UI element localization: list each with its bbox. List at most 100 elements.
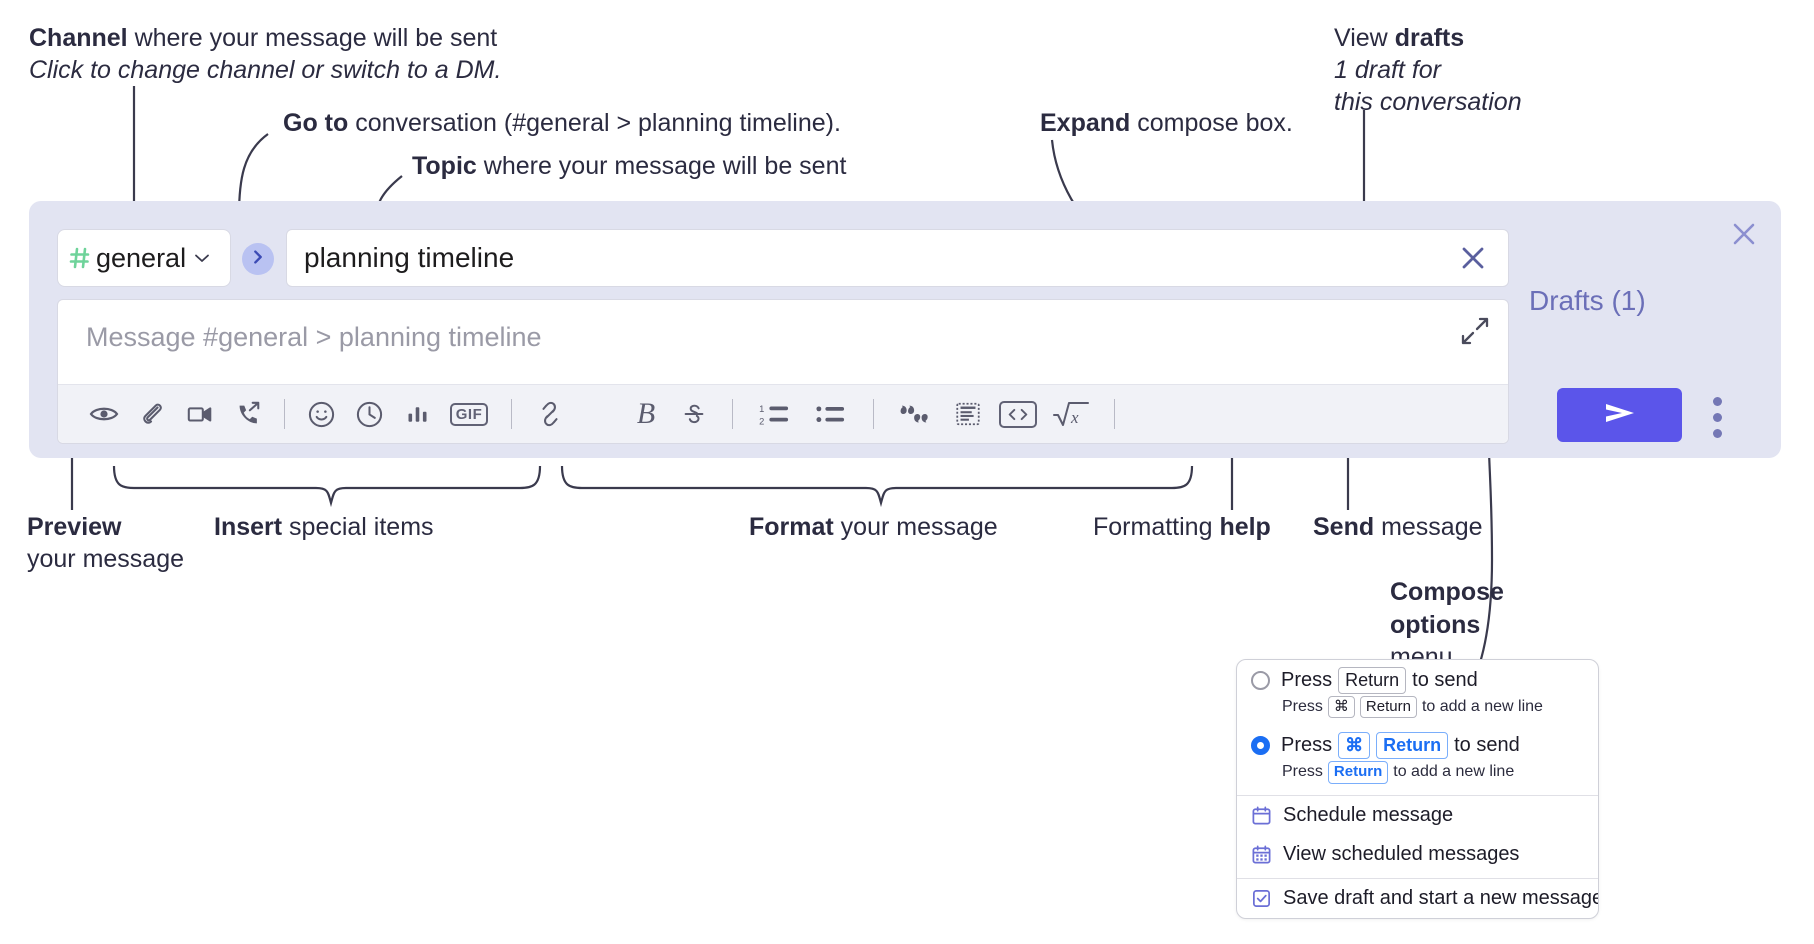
annotation-send-rest: message — [1374, 513, 1483, 541]
annotation-expand: Expand compose box. — [1040, 107, 1293, 139]
send-option-cmd-return-sub: Press Return to add a new line — [1237, 760, 1598, 791]
toolbar-separator — [284, 399, 285, 429]
send-button[interactable] — [1557, 388, 1682, 442]
calendar-grid-icon — [1251, 844, 1272, 865]
toolbar-separator — [1114, 399, 1115, 429]
formatting-help-icon[interactable] — [1129, 390, 1177, 438]
compose-left-column: general planning timeline — [43, 215, 1523, 444]
inline-code-box — [999, 400, 1037, 428]
key-command: ⌘ — [1338, 732, 1371, 759]
option1-sub-prefix: Press — [1282, 697, 1323, 715]
annotation-drafts-line3: this conversation — [1334, 88, 1522, 116]
annotation-help-rest: Formatting — [1093, 513, 1220, 541]
send-option-return[interactable]: Press Return to send — [1237, 660, 1598, 696]
chevron-down-icon — [192, 248, 212, 268]
send-option-return-label: Press Return to send — [1281, 667, 1478, 694]
svg-text:x: x — [1070, 408, 1079, 427]
annotation-channel-bold: Channel — [29, 24, 128, 52]
annotation-goto: Go to conversation (#general > planning … — [283, 107, 841, 139]
annotation-help-bold: help — [1219, 513, 1271, 541]
video-clip-icon[interactable] — [176, 390, 224, 438]
ordered-list-icon[interactable]: 1 2 — [747, 390, 803, 438]
radio-selected[interactable] — [1251, 736, 1270, 755]
key-command: ⌘ — [1327, 695, 1355, 719]
gif-icon[interactable]: GIF — [441, 390, 497, 438]
drafts-link[interactable]: Drafts (1) — [1529, 285, 1646, 316]
close-icon[interactable] — [1727, 217, 1761, 251]
menu-item-save-draft[interactable]: Save draft and start a new message — [1237, 879, 1598, 918]
option1-sub-suffix: to add a new line — [1421, 697, 1543, 715]
annotation-channel-sub: Click to change channel or switch to a D… — [29, 56, 502, 84]
message-input-box[interactable]: Message #general > planning timeline — [57, 299, 1509, 444]
toolbar-separator — [873, 399, 874, 429]
reminder-clock-icon[interactable] — [345, 390, 393, 438]
send-paperplane-icon — [1600, 398, 1640, 433]
emoji-icon[interactable] — [297, 390, 345, 438]
annotation-format-rest: your message — [833, 513, 998, 541]
hash-icon — [68, 246, 92, 270]
blockquote-icon[interactable] — [888, 390, 944, 438]
compose-options-menu: Press Return to send Press ⌘ Return to a… — [1236, 659, 1599, 919]
annotation-expand-bold: Expand — [1040, 109, 1131, 137]
italic-icon[interactable]: B — [622, 390, 670, 438]
save-draft-icon — [1251, 888, 1272, 909]
attachment-icon[interactable] — [128, 390, 176, 438]
svg-text:1: 1 — [759, 404, 764, 414]
more-vertical-icon[interactable] — [1704, 393, 1730, 441]
inline-code-icon[interactable] — [992, 390, 1044, 438]
annotation-channel: Channel where your message will be sent … — [29, 22, 501, 86]
code-block-icon[interactable] — [944, 390, 992, 438]
math-icon[interactable]: x — [1044, 390, 1100, 438]
annotation-insert: Insert special items — [214, 511, 434, 543]
menu-item-label: View scheduled messages — [1283, 842, 1520, 865]
option2-sub-prefix: Press — [1282, 763, 1323, 781]
annotation-goto-bold: Go to — [283, 109, 349, 137]
annotation-preview: Preview your message — [27, 511, 184, 575]
channel-selector[interactable]: general — [57, 229, 231, 287]
poll-icon[interactable] — [393, 390, 441, 438]
annotation-topic: Topic where your message will be sent — [412, 150, 846, 182]
chevron-right-icon — [249, 248, 267, 271]
topic-value: planning timeline — [304, 242, 515, 273]
annotation-compose-options-bold2: options — [1390, 610, 1481, 639]
close-icon[interactable] — [1456, 241, 1490, 275]
link-icon[interactable] — [526, 390, 574, 438]
menu-item-view-scheduled-messages[interactable]: View scheduled messages — [1237, 835, 1598, 874]
calendar-icon — [1251, 805, 1272, 826]
send-option-cmd-return[interactable]: Press ⌘ Return to send — [1237, 725, 1598, 761]
annotation-drafts-line2: 1 draft for — [1334, 56, 1441, 84]
audio-clip-icon[interactable] — [224, 390, 272, 438]
annotation-send-bold: Send — [1313, 513, 1375, 541]
compose-panel: general planning timeline — [29, 201, 1781, 458]
key-return: Return — [1359, 695, 1417, 719]
go-to-conversation-button[interactable] — [242, 243, 274, 275]
send-option-return-sub: Press ⌘ Return to add a new line — [1237, 695, 1598, 726]
topic-input[interactable]: planning timeline — [286, 229, 1509, 287]
bulleted-list-icon[interactable] — [803, 390, 859, 438]
italic-label: B — [636, 397, 656, 430]
channel-name: general — [96, 242, 187, 273]
radio-unselected[interactable] — [1251, 670, 1270, 690]
annotation-format: Format your message — [749, 511, 998, 543]
key-return: Return — [1376, 732, 1449, 759]
option2-sub-suffix: to add a new line — [1393, 763, 1515, 781]
bold-icon[interactable] — [574, 390, 622, 438]
key-return: Return — [1327, 760, 1389, 784]
menu-item-schedule-message[interactable]: Schedule message — [1237, 796, 1598, 835]
annotation-preview-line2: your message — [27, 545, 185, 573]
annotation-drafts-bold: drafts — [1394, 24, 1465, 52]
annotation-goto-rest: conversation (#general > planning timeli… — [348, 109, 841, 137]
expand-icon[interactable] — [1460, 316, 1490, 346]
menu-item-label: Save draft and start a new message — [1283, 886, 1599, 909]
menu-divider — [1237, 877, 1598, 879]
annotation-compose-options-bold1: Compose — [1390, 578, 1504, 606]
preview-icon[interactable] — [80, 390, 128, 438]
annotation-topic-bold: Topic — [412, 152, 477, 180]
option1-suffix: to send — [1412, 668, 1478, 691]
menu-item-label: Schedule message — [1283, 803, 1454, 826]
message-placeholder: Message #general > planning timeline — [86, 322, 542, 352]
annotation-expand-rest: compose box. — [1130, 109, 1293, 137]
formatting-toolbar: GIF B — [58, 384, 1508, 443]
strikethrough-icon[interactable] — [670, 390, 718, 438]
